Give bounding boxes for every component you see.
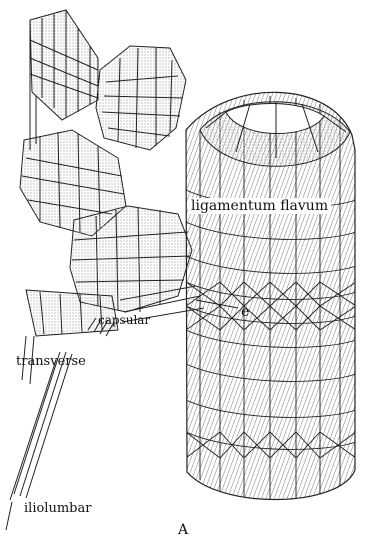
label-point-e: e	[241, 305, 249, 319]
label-transverse: transverse	[16, 355, 86, 368]
panel-letter: A	[178, 523, 188, 537]
label-iliolumbar: iliolumbar	[24, 502, 91, 515]
posterior-elements	[20, 10, 192, 384]
label-capsular: capsular	[98, 314, 150, 326]
label-ligamentum-flavum: ligamentum flavum	[188, 198, 331, 214]
vertebral-body-cylinder	[186, 92, 356, 506]
